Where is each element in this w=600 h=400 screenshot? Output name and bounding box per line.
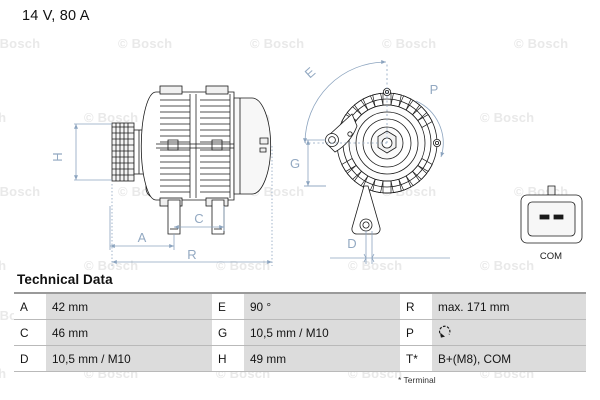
- product-drawings: H A C R: [0, 26, 600, 266]
- dim-label-P: P: [430, 82, 439, 97]
- page-title: 14 V, 80 A: [22, 8, 90, 24]
- table-row: C 46 mm G 10,5 mm / M10 P: [14, 319, 586, 346]
- row-key: C: [14, 319, 46, 346]
- row-key: P: [400, 319, 432, 346]
- row-key: D: [14, 345, 46, 372]
- row-value: 90 °: [244, 294, 400, 320]
- dimension-lines-right: [303, 60, 450, 264]
- alternator-end-view: [325, 88, 441, 235]
- table-row: D 10,5 mm / M10 H 49 mm T* B+(M8), COM: [14, 345, 586, 372]
- row-value: 42 mm: [46, 294, 212, 320]
- row-key: E: [212, 294, 244, 320]
- row-key: T*: [400, 345, 432, 372]
- technical-data-heading: Technical Data: [17, 272, 113, 287]
- dim-label-C: C: [194, 211, 203, 226]
- clockwise-rotation-icon: [438, 324, 453, 342]
- heading-divider: [14, 292, 586, 294]
- row-key: R: [400, 294, 432, 320]
- dim-label-D: D: [347, 236, 356, 251]
- dim-label-H: H: [50, 152, 65, 161]
- row-value: 46 mm: [46, 319, 212, 346]
- dim-label-R: R: [187, 247, 196, 262]
- com-connector-label: COM: [540, 251, 562, 262]
- row-key: H: [212, 345, 244, 372]
- row-value-rotation: [432, 319, 586, 346]
- row-value: 10,5 mm / M10: [46, 345, 212, 372]
- row-value: 49 mm: [244, 345, 400, 372]
- row-value: B+(M8), COM: [432, 345, 586, 372]
- dim-label-G: G: [290, 156, 300, 171]
- table-footnote: * Terminal: [398, 375, 436, 385]
- dimension-lines-left: [74, 123, 273, 266]
- com-connector: [520, 185, 583, 244]
- technical-data-section: Technical Data A 42 mm E 90 ° R max. 171…: [14, 272, 586, 385]
- dim-label-A: A: [138, 230, 147, 245]
- row-key: A: [14, 294, 46, 320]
- table-row: A 42 mm E 90 ° R max. 171 mm: [14, 294, 586, 320]
- dim-label-E: E: [302, 64, 319, 81]
- row-value: max. 171 mm: [432, 294, 586, 320]
- row-key: G: [212, 319, 244, 346]
- row-value: 10,5 mm / M10: [244, 319, 400, 346]
- alternator-side-view: [111, 85, 272, 235]
- technical-data-table: A 42 mm E 90 ° R max. 171 mm C 46 mm G 1…: [14, 294, 586, 372]
- watermark: © Bosch: [0, 366, 7, 381]
